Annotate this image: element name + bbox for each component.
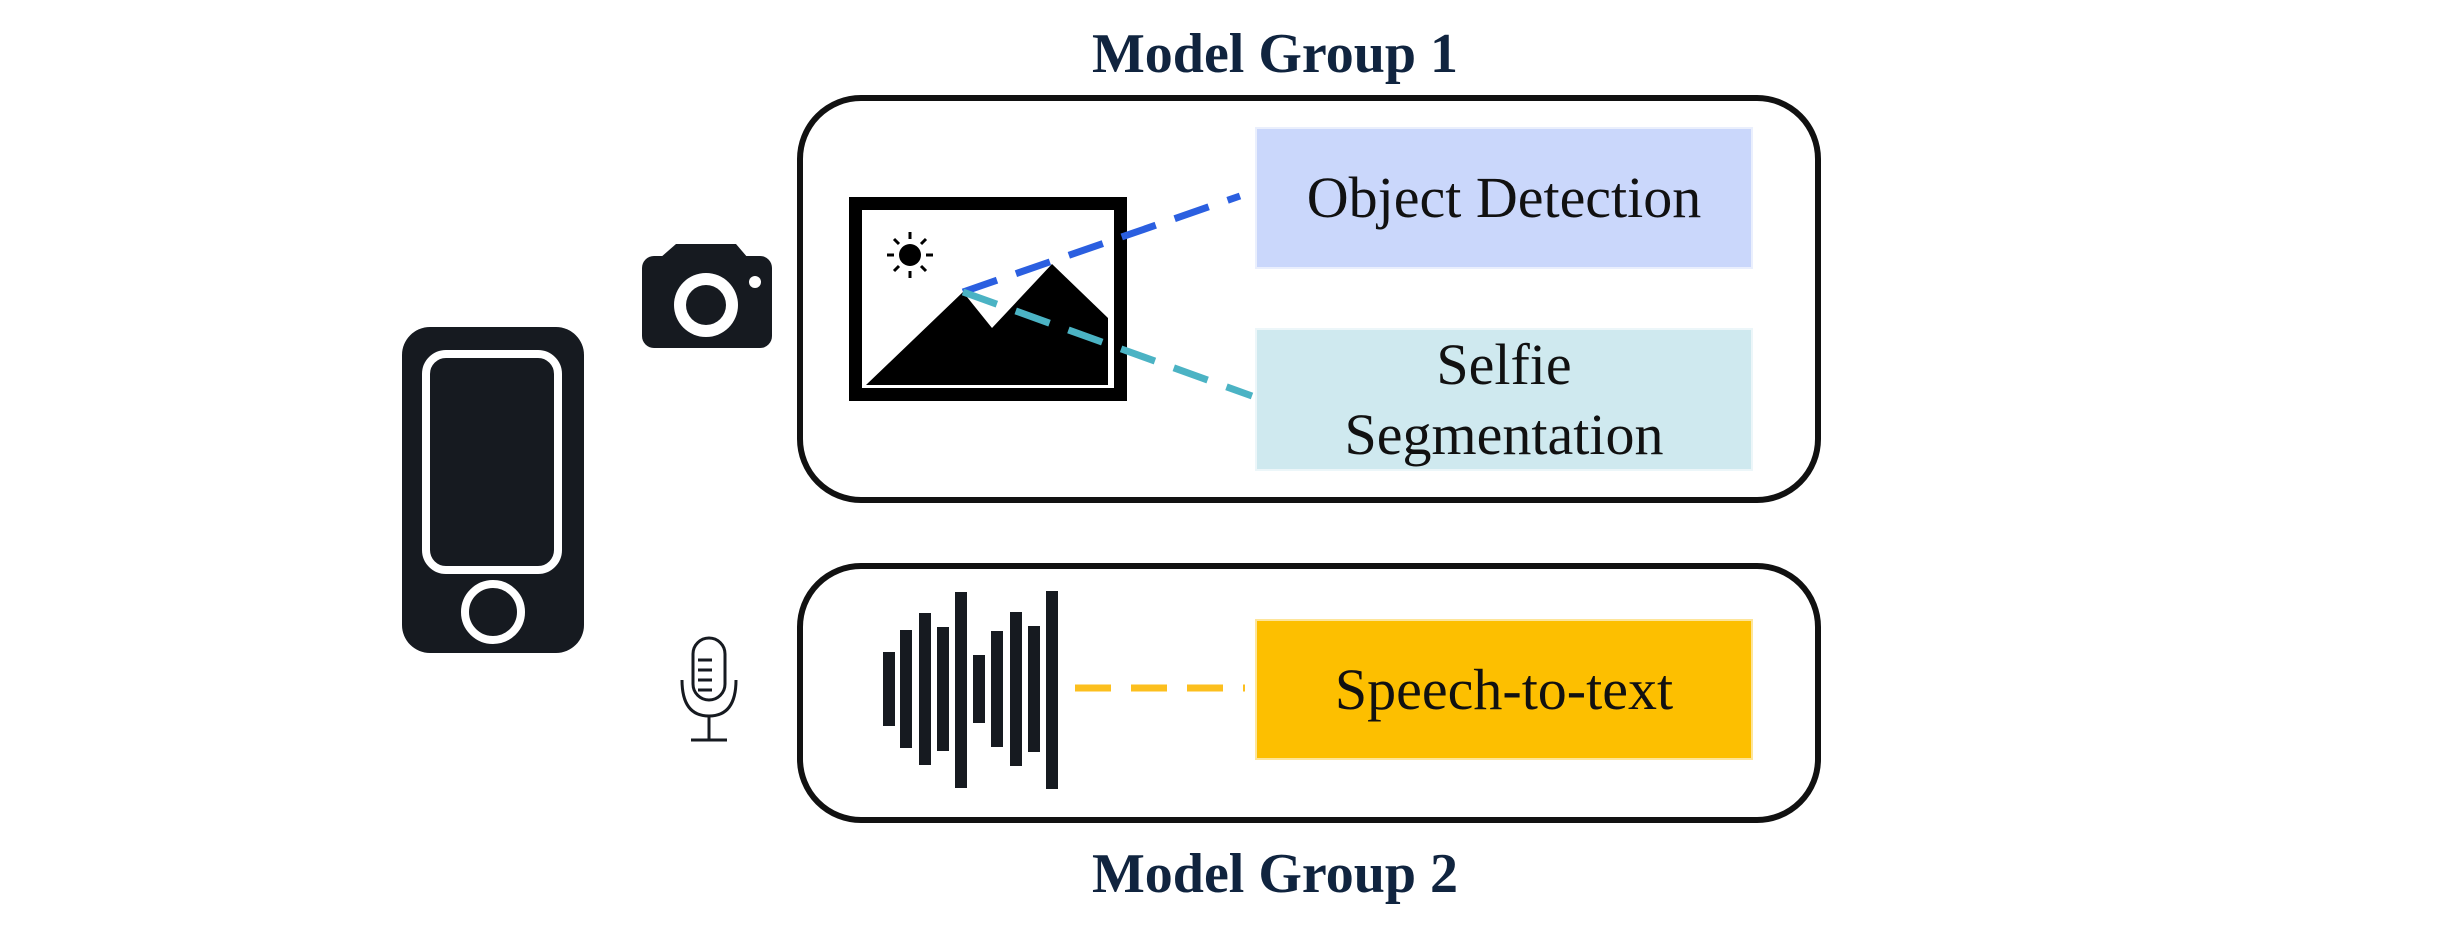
microphone-icon [680, 636, 738, 742]
camera-icon [642, 244, 772, 348]
speech-to-text-box: Speech-to-text [1255, 619, 1753, 760]
object-detection-label: Object Detection [1306, 165, 1702, 231]
audio-waveform-icon [883, 591, 1058, 789]
speech-to-text-label: Speech-to-text [1334, 656, 1674, 722]
selfie-segmentation-label-line1: Selfie [1436, 331, 1572, 397]
selfie-segmentation-box: Selfie Segmentation [1255, 328, 1753, 471]
phone-icon [402, 327, 584, 653]
selfie-segmentation-label-line2: Segmentation [1344, 401, 1664, 467]
model-group-1-title: Model Group 1 [1091, 23, 1459, 85]
object-detection-connector [961, 192, 1242, 296]
object-detection-box: Object Detection [1255, 127, 1753, 269]
model-group-2-title: Model Group 2 [1091, 843, 1459, 905]
selfie-segmentation-connector [961, 288, 1254, 400]
